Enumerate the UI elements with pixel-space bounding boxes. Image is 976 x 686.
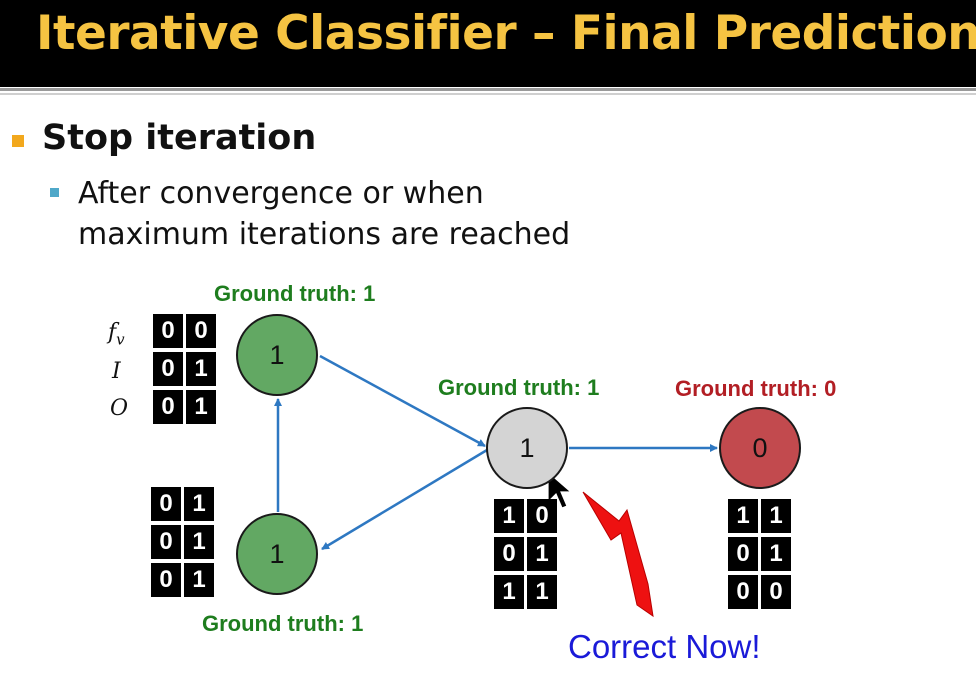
sub-bullet-square-icon: [50, 188, 59, 197]
correct-now-callout: Correct Now!: [568, 628, 761, 665]
ground-truth-node-d: Ground truth: 0: [675, 376, 837, 401]
node-b: 1: [236, 513, 318, 595]
title-divider: [0, 88, 976, 91]
matrix-cell: 1: [760, 499, 791, 533]
matrix-row: 0 1: [152, 350, 217, 388]
matrix-cell: 0: [153, 352, 183, 386]
matrix-cell: 0: [153, 314, 183, 348]
node-d: 0: [719, 407, 801, 489]
matrix-row: 0 0: [727, 573, 792, 611]
matrix-row: 0 1: [727, 535, 792, 573]
matrix-cell: 0: [728, 537, 758, 571]
bullet-stop-iteration: Stop iteration: [42, 118, 317, 158]
matrix-cell: 0: [153, 390, 183, 424]
matrix-cell: 0: [151, 525, 181, 559]
row-label-fv: fv: [108, 320, 125, 349]
matrix-cell: 1: [494, 499, 524, 533]
matrix-cell: 1: [185, 390, 216, 424]
ground-truth-node-a: Ground truth: 1: [214, 281, 376, 306]
matrix-row: 0 1: [150, 523, 215, 561]
matrix-row: 0 1: [150, 561, 215, 599]
matrix-cell: 0: [728, 575, 758, 609]
matrix-cell: 0: [151, 563, 181, 597]
matrix-row: 1 0: [493, 497, 558, 535]
matrix-cell: 0: [494, 537, 524, 571]
slide-title: Iterative Classifier – Final Prediction: [36, 6, 976, 61]
matrix-row: 0 0: [152, 312, 217, 350]
matrix-cell: 1: [185, 352, 216, 386]
bullet-square-icon: [12, 135, 24, 147]
edge-a-to-c: [319, 354, 486, 448]
matrix-cell: 1: [183, 525, 214, 559]
matrix-node-a: 0 0 0 1 0 1: [152, 312, 217, 426]
matrix-cell: 1: [526, 575, 557, 609]
matrix-row: 0 1: [150, 485, 215, 523]
row-label-i: I: [112, 359, 121, 384]
bullet-convergence: After convergence or when maximum iterat…: [78, 176, 571, 252]
matrix-cell: 1: [526, 537, 557, 571]
edge-c-to-b: [321, 448, 488, 551]
title-divider-secondary: [0, 93, 976, 95]
row-label-o: O: [110, 396, 129, 421]
node-a: 1: [236, 314, 318, 396]
ground-truth-node-b: Ground truth: 1: [202, 611, 364, 636]
matrix-row: 1 1: [727, 497, 792, 535]
matrix-row: 1 1: [493, 573, 558, 611]
red-pointer-arrow-icon: [582, 491, 654, 618]
matrix-node-b: 0 1 0 1 0 1: [150, 485, 215, 599]
matrix-node-c: 1 0 0 1 1 1: [493, 497, 558, 611]
matrix-cell: 1: [183, 487, 214, 521]
matrix-row: 0 1: [493, 535, 558, 573]
matrix-cell: 0: [760, 575, 791, 609]
title-bar: Iterative Classifier – Final Prediction: [0, 0, 976, 87]
matrix-cell: 1: [183, 563, 214, 597]
matrix-row: 0 1: [152, 388, 217, 426]
matrix-cell: 0: [526, 499, 557, 533]
matrix-cell: 0: [185, 314, 216, 348]
matrix-cell: 0: [151, 487, 181, 521]
matrix-cell: 1: [494, 575, 524, 609]
matrix-cell: 1: [728, 499, 758, 533]
matrix-cell: 1: [760, 537, 791, 571]
matrix-node-d: 1 1 0 1 0 0: [727, 497, 792, 611]
node-c: 1: [486, 407, 568, 489]
ground-truth-node-c: Ground truth: 1: [438, 375, 600, 400]
